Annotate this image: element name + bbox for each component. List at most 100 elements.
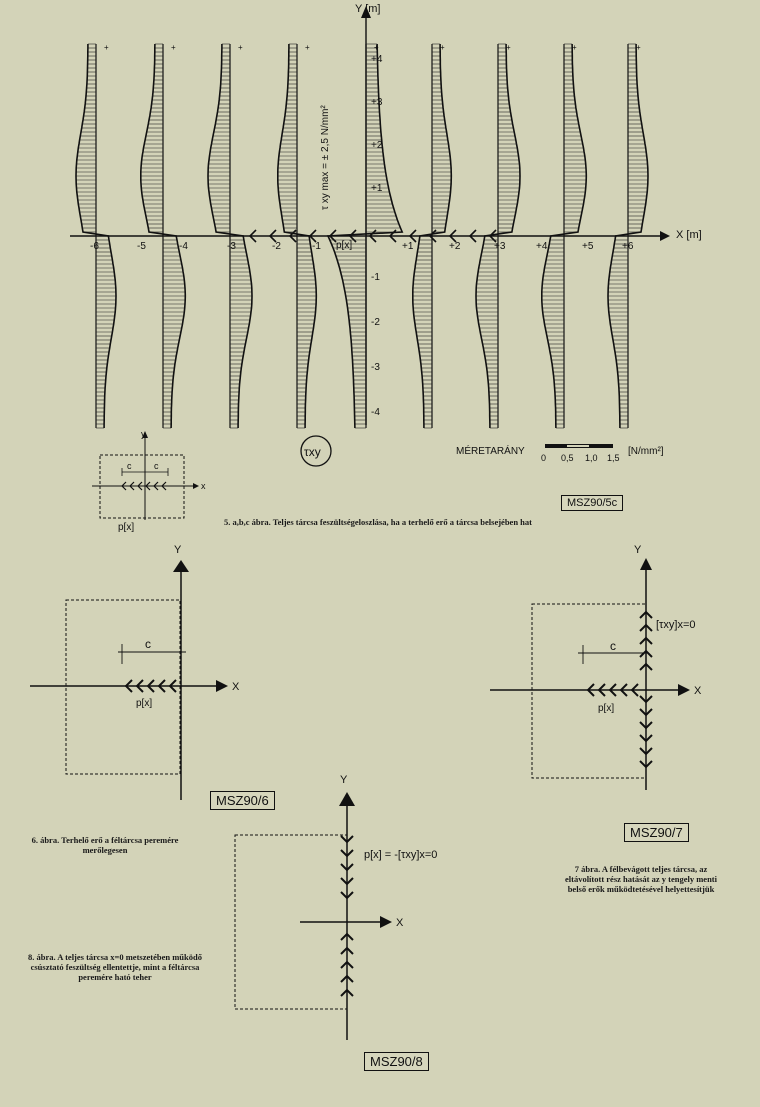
fig5-code: MSZ90/5c: [561, 495, 624, 511]
load-arrow-icon: [448, 229, 457, 243]
fig8-y-label: Y: [340, 774, 348, 786]
fig8-p-label: p[x] = -[τxy]x=0: [364, 849, 437, 861]
fig5-xtick: -6: [90, 241, 99, 252]
fig5-caption: 5. a,b,c ábra. Teljes tárcsa feszültsége…: [223, 517, 532, 527]
fig7-up-arrow-icon: [639, 636, 653, 645]
fig7-arrow-icon: [608, 683, 617, 697]
stress-curve: +: [140, 43, 187, 429]
fig8-down-arrow-icon: [340, 891, 354, 900]
fig7-y-label: Y: [634, 544, 642, 556]
fig5-ytick: -2: [371, 317, 380, 328]
fig5-ytick: -3: [371, 362, 380, 373]
fig7-up-arrow-icon: [639, 623, 653, 632]
fig5-tau-symbol: τxy: [304, 445, 321, 459]
load-arrow-icon: [408, 229, 417, 243]
load-arrow-icon: [348, 229, 357, 243]
fig7-down-arrow-icon: [639, 695, 653, 704]
fig7-down-arrow-icon: [639, 708, 653, 717]
stress-curve: +: [607, 43, 649, 429]
load-arrow-icon: [468, 229, 477, 243]
fig8-up-arrow-icon: [340, 988, 354, 997]
fig7-up-arrow-icon: [639, 610, 653, 619]
fig5-xtick: +6: [622, 241, 634, 252]
fig7-tau-label: [τxy]x=0: [656, 619, 696, 631]
inset-x-arrow-icon: [193, 483, 199, 489]
fig6-x-label: X: [232, 681, 240, 693]
fig7-arrow-icon: [619, 683, 628, 697]
fig6-arrow-icon: [157, 679, 166, 693]
svg-text:+: +: [572, 43, 577, 52]
fig6-x-arrow-icon: [216, 680, 228, 692]
inset-c-label: c: [154, 461, 159, 471]
fig5-tau-circle: [300, 435, 332, 467]
stress-curve: +: [540, 43, 588, 429]
fig7-diagram: Y X c p[x] [τxy]x=0: [490, 544, 702, 790]
fig6-arrow-icon: [124, 679, 133, 693]
fig8-caption: 8. ábra. A teljes tárcsa x=0 metszetében…: [28, 952, 202, 982]
inset-y-arrow-icon: [142, 431, 148, 438]
fig7-down-arrow-icon: [639, 747, 653, 756]
inset-y-label: y: [141, 429, 146, 439]
fig5-ytick: -1: [371, 272, 380, 283]
fig5-ytick: -4: [371, 407, 380, 418]
fig7-arrow-icon: [586, 683, 595, 697]
fig8-down-arrow-icon: [340, 835, 354, 844]
fig7-down-arrow-icon: [639, 734, 653, 743]
load-arrow-icon: [368, 229, 377, 243]
svg-text:+: +: [440, 43, 445, 52]
fig8-x-arrow-icon: [380, 916, 392, 928]
stress-curve: +: [326, 43, 404, 429]
inset-x-label: x: [201, 481, 206, 491]
svg-text:+: +: [636, 43, 641, 52]
fig6-c-label: c: [145, 637, 151, 651]
fig5-curves: +++++++++: [75, 43, 649, 429]
fig5-stress-diagram: Y [m] X [m] +4 +3 +2 +1 -1 -2 -3 -4 ++++…: [70, 3, 702, 533]
fig7-load-arrows: [586, 610, 653, 769]
fig6-y-label: Y: [174, 544, 182, 556]
fig8-frame: [234, 834, 348, 1010]
fig8-up-arrow-icon: [340, 974, 354, 983]
fig5-ytick: +1: [371, 183, 383, 194]
fig5-xtick: +2: [449, 241, 461, 252]
fig5-xtick: -1: [312, 241, 321, 252]
fig6-caption: 6. ábra. Terhelő erő a féltárcsa peremér…: [31, 835, 179, 855]
svg-text:+: +: [506, 43, 511, 52]
fig5-inset: y x c c p[x]: [92, 429, 206, 533]
load-arrow-icon: [428, 229, 437, 243]
fig5-y-label: Y [m]: [355, 3, 380, 15]
inset-p-label: p[x]: [118, 522, 134, 533]
load-arrow-icon: [328, 229, 337, 243]
fig5-xtick: -5: [137, 241, 146, 252]
fig8-up-arrow-icon: [340, 960, 354, 969]
svg-text:+: +: [171, 43, 176, 52]
fig6-arrow-icon: [168, 679, 177, 693]
fig7-arrow-icon: [597, 683, 606, 697]
fig7-code: MSZ90/7: [624, 823, 689, 842]
load-arrow-icon: [248, 229, 257, 243]
fig6-code: MSZ90/6: [210, 791, 275, 810]
fig5-xtick: -2: [272, 241, 281, 252]
load-arrow-icon: [268, 229, 277, 243]
fig7-down-arrow-icon: [639, 760, 653, 769]
fig5-x-arrow-icon: [660, 231, 670, 241]
fig7-x-label: X: [694, 685, 702, 697]
fig6-arrow-icon: [135, 679, 144, 693]
scale-tick: 0,5: [561, 453, 574, 463]
svg-text:+: +: [374, 43, 379, 52]
fig5-load-label: p[x]: [336, 240, 352, 251]
fig8-up-arrow-icon: [340, 932, 354, 941]
scale-tick: 1,5: [607, 453, 620, 463]
fig7-arrow-icon: [630, 683, 639, 697]
inset-c-label: c: [127, 461, 132, 471]
load-arrow-icon: [308, 229, 317, 243]
fig8-x-label: X: [396, 917, 404, 929]
fig5-tau-max: τ xy max = ± 2,5 N/mm²: [320, 105, 331, 210]
fig6-y-arrow-icon: [173, 560, 189, 572]
fig5-y-arrow-icon: [361, 6, 371, 18]
fig8-down-arrow-icon: [340, 849, 354, 858]
fig7-p-label: p[x]: [598, 703, 614, 714]
fig5-ytick: +3: [371, 97, 383, 108]
inset-arrow-icon: [145, 481, 151, 491]
inset-arrow-icon: [137, 481, 143, 491]
fig7-caption: 7 ábra. A félbevágott teljes tárcsa, az …: [564, 864, 717, 894]
